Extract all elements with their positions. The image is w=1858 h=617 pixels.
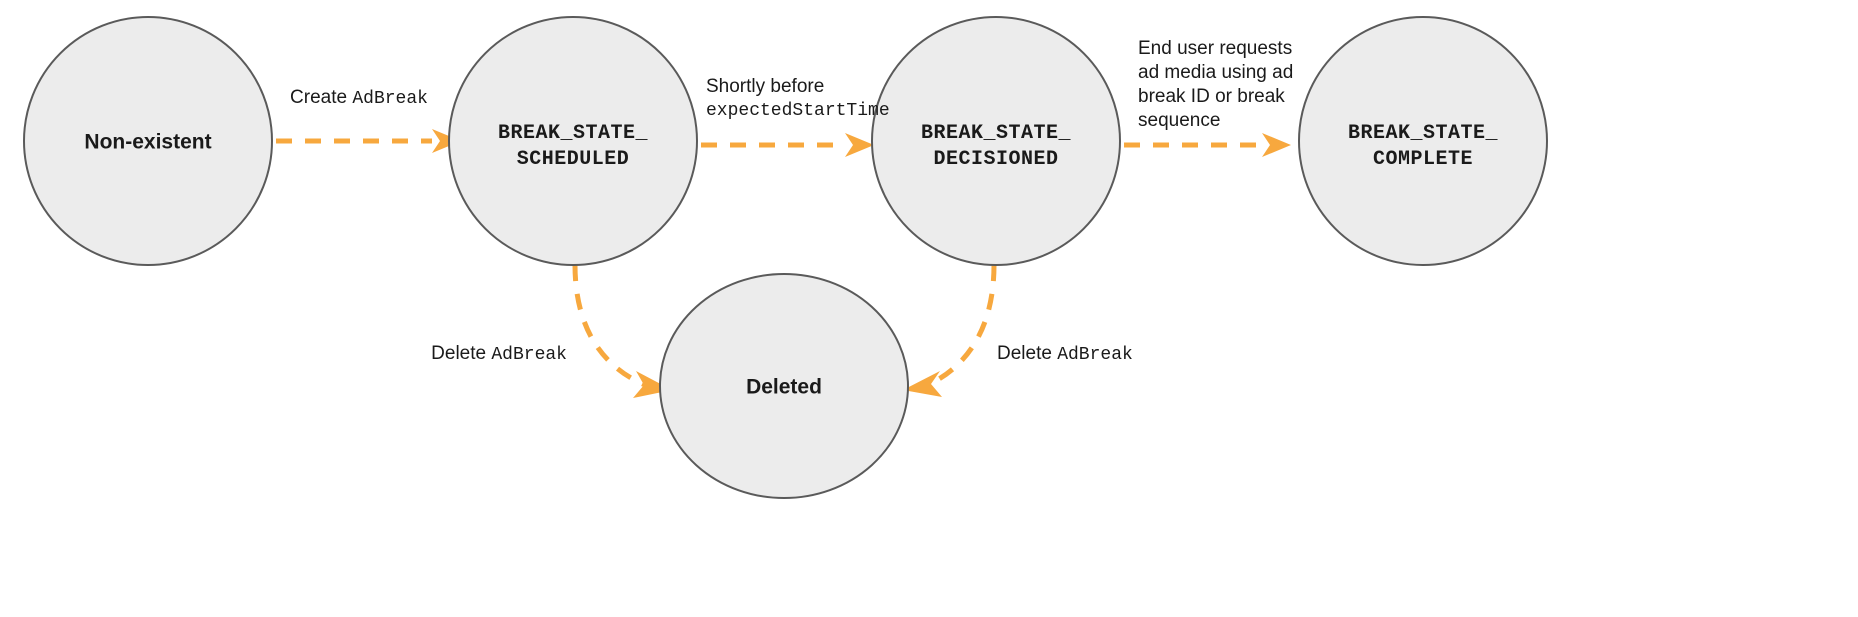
edge-label-end-user-requests: End user requests ad media using ad brea… <box>1138 38 1293 131</box>
node-deleted-label: Deleted <box>746 376 822 399</box>
node-break-state-decisioned-label-line1: BREAK_STATE_ <box>921 122 1072 145</box>
edge-create-adbreak[interactable] <box>276 129 461 153</box>
node-non-existent[interactable]: Non-existent <box>23 16 273 266</box>
edge-label-create-adbreak-text: Create AdBreak <box>290 87 428 109</box>
edge-label-shortly-before: Shortly before expectedStartTime <box>706 76 890 121</box>
node-break-state-complete-label-line1: BREAK_STATE_ <box>1348 122 1499 145</box>
node-deleted-shape <box>659 273 909 499</box>
edge-end-user-requests-arrowhead <box>1262 133 1291 157</box>
edge-label-create-adbreak-seg1: AdBreak <box>352 89 428 109</box>
edge-shortly-before[interactable] <box>701 133 874 157</box>
edge-label-end-user-requests-line2: ad media using ad <box>1138 62 1293 83</box>
edge-label-delete-from-scheduled-seg0: Delete <box>431 343 491 364</box>
node-break-state-decisioned[interactable]: BREAK_STATE_ DECISIONED <box>871 16 1121 266</box>
node-non-existent-shape <box>23 16 273 266</box>
edge-label-create-adbreak: Create AdBreak <box>290 87 428 109</box>
node-break-state-scheduled[interactable]: BREAK_STATE_ SCHEDULED <box>448 16 698 266</box>
node-break-state-decisioned-shape <box>871 16 1121 266</box>
edge-delete-from-decisioned[interactable] <box>903 264 997 397</box>
edge-label-end-user-requests-line3: break ID or break <box>1138 86 1285 107</box>
edge-label-delete-from-decisioned: Delete AdBreak <box>997 343 1133 365</box>
edge-label-delete-from-decisioned-text: Delete AdBreak <box>997 343 1133 365</box>
node-break-state-decisioned-label-line2: DECISIONED <box>933 148 1058 171</box>
edge-end-user-requests[interactable] <box>1124 133 1291 157</box>
node-non-existent-label: Non-existent <box>84 131 211 154</box>
edge-label-delete-from-scheduled-text: Delete AdBreak <box>431 343 567 365</box>
edge-create-adbreak-arrowhead <box>432 129 461 153</box>
edge-label-shortly-before-line2: expectedStartTime <box>706 101 890 121</box>
edge-label-delete-from-scheduled: Delete AdBreak <box>431 343 567 365</box>
node-deleted[interactable]: Deleted <box>659 273 909 499</box>
node-break-state-complete-label-line2: COMPLETE <box>1373 148 1473 171</box>
edge-label-end-user-requests-line1: End user requests <box>1138 38 1292 59</box>
edge-label-shortly-before-line1: Shortly before <box>706 76 824 97</box>
node-break-state-scheduled-label-line1: BREAK_STATE_ <box>498 122 649 145</box>
edge-label-delete-from-decisioned-seg1: AdBreak <box>1057 345 1133 365</box>
edge-label-end-user-requests-line4: sequence <box>1138 110 1220 131</box>
edge-label-create-adbreak-seg0: Create <box>290 87 352 108</box>
edge-label-delete-from-scheduled-seg1: AdBreak <box>491 345 567 365</box>
node-break-state-scheduled-label-line2: SCHEDULED <box>517 148 630 171</box>
edge-delete-from-decisioned-line <box>928 264 997 387</box>
edge-shortly-before-arrowhead <box>845 133 874 157</box>
node-break-state-complete[interactable]: BREAK_STATE_ COMPLETE <box>1298 16 1548 266</box>
node-break-state-scheduled-shape <box>448 16 698 266</box>
edge-delete-from-scheduled-line <box>572 264 646 388</box>
node-break-state-complete-shape <box>1298 16 1548 266</box>
edge-label-delete-from-decisioned-seg0: Delete <box>997 343 1057 364</box>
edge-delete-from-decisioned-arrowhead <box>903 371 942 397</box>
edge-delete-from-scheduled[interactable] <box>572 264 672 398</box>
